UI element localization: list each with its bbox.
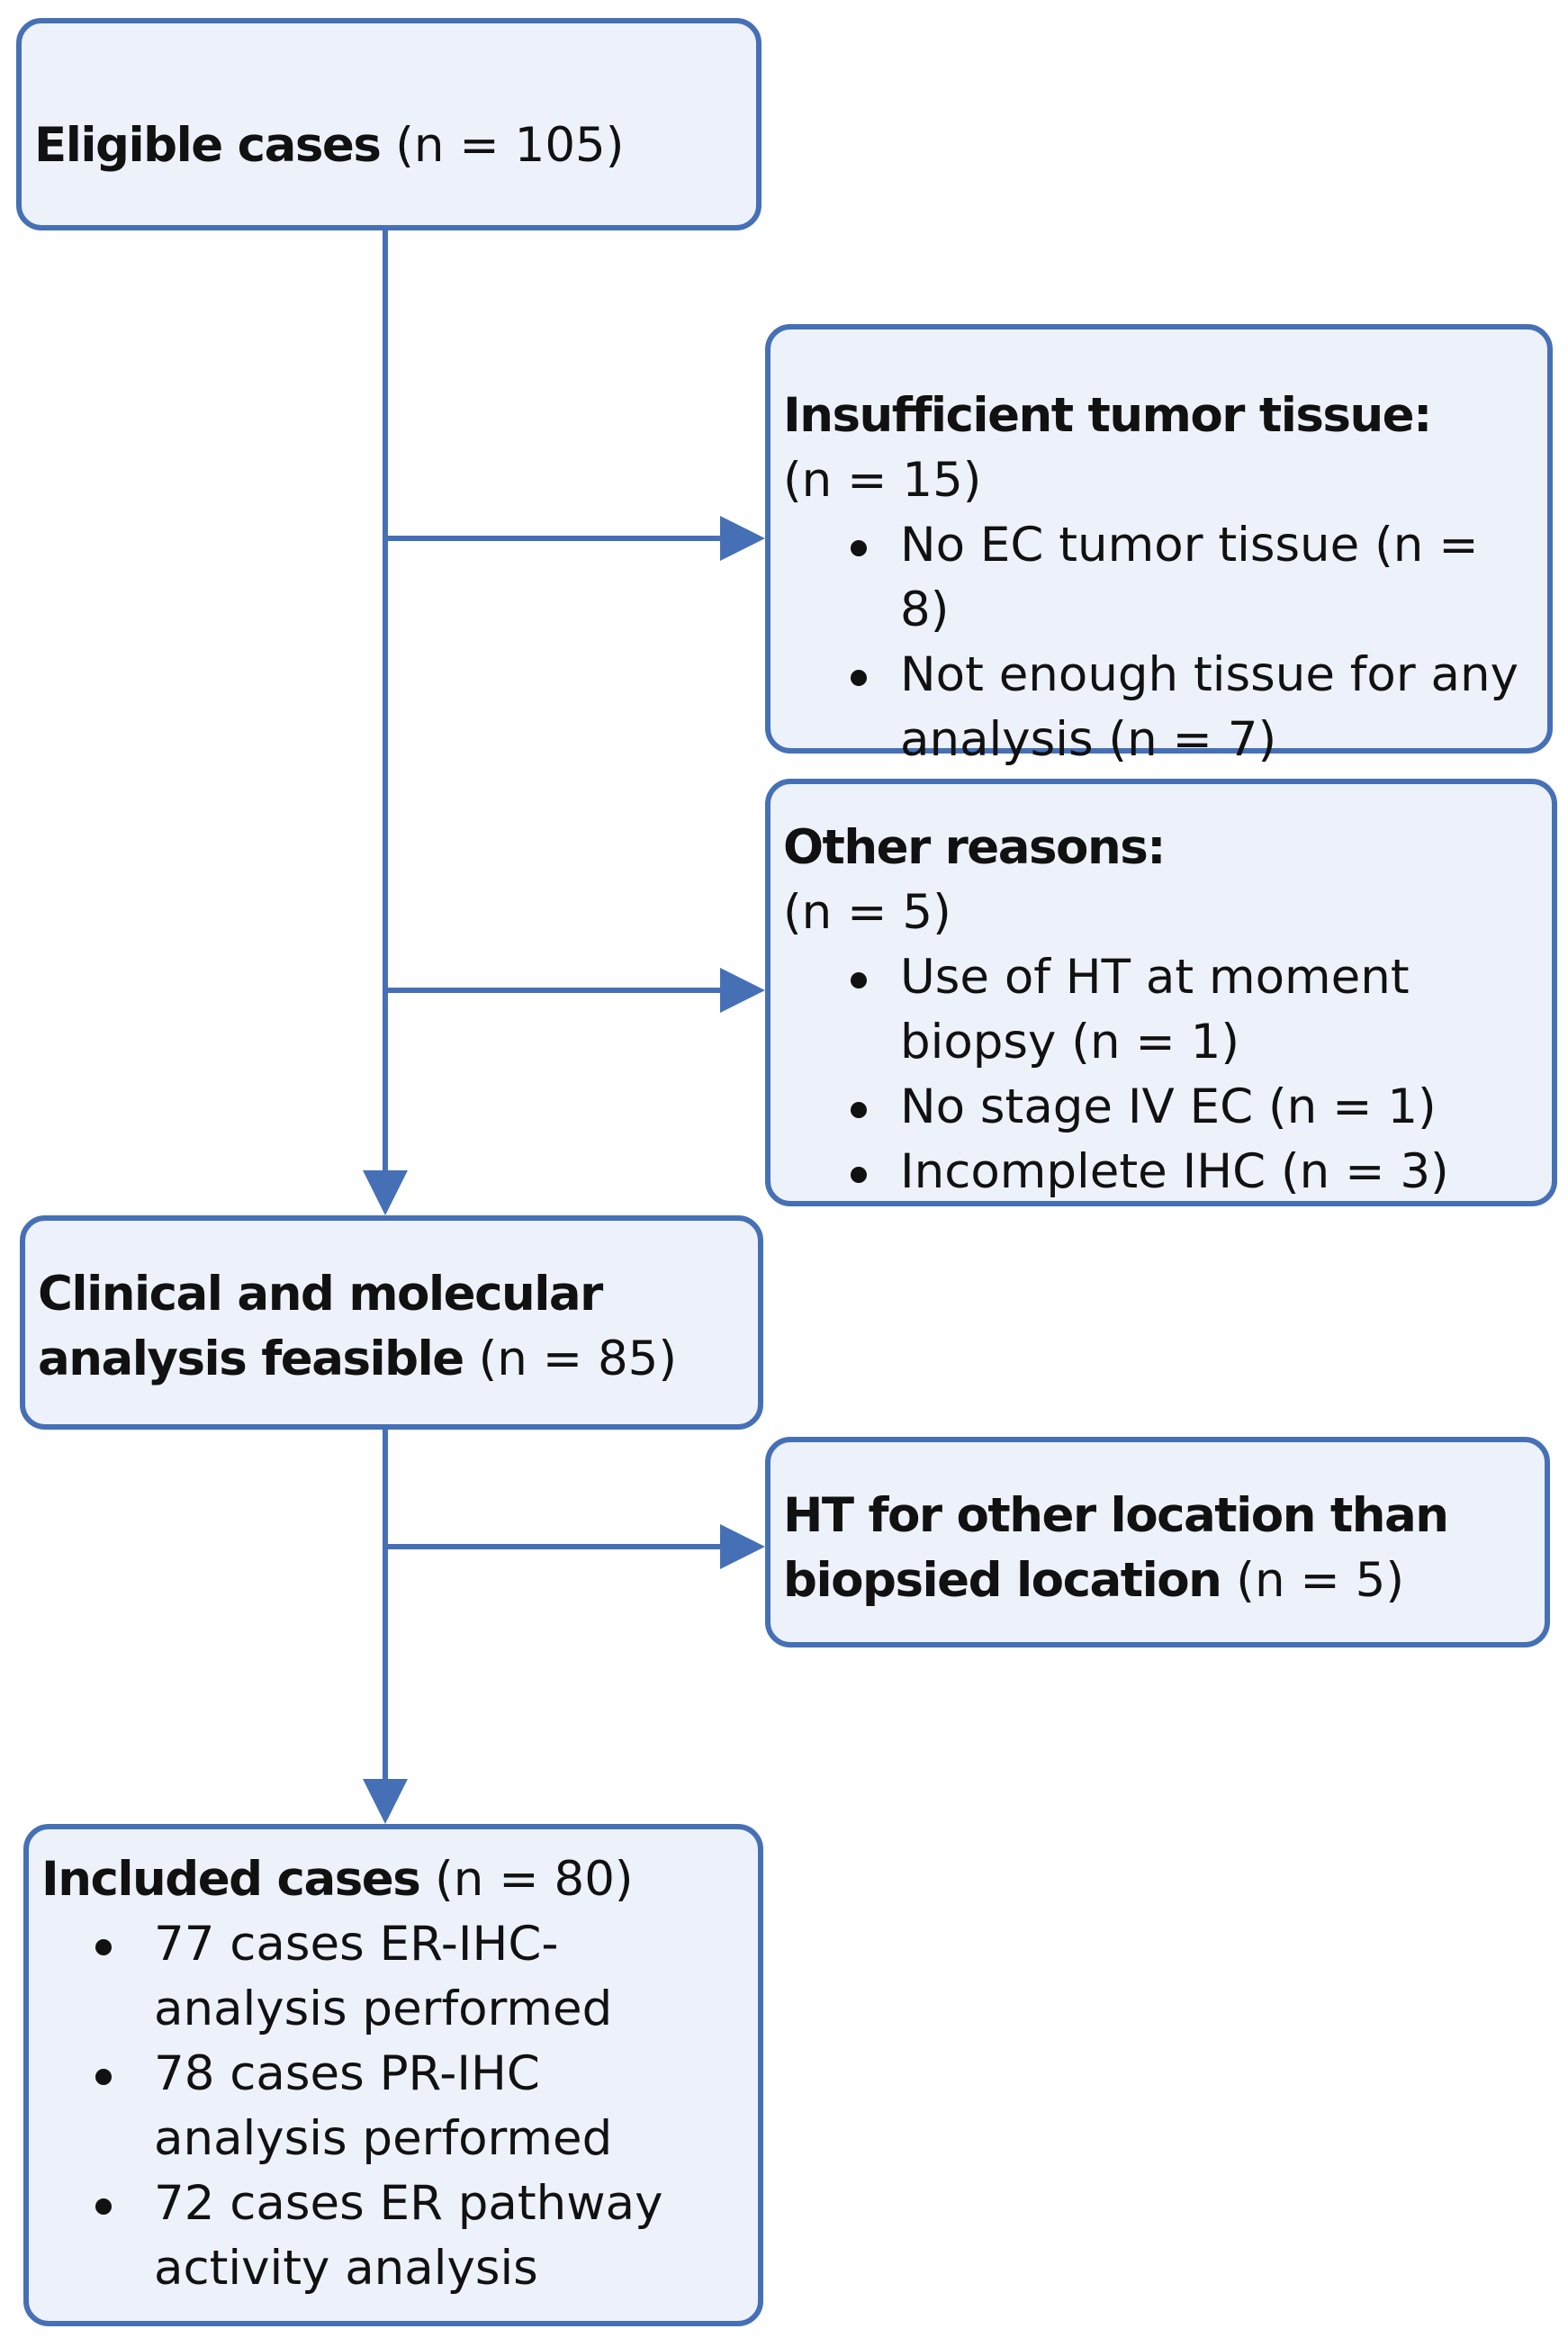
ht-other-location-box: HT for other location than biopsied loca…	[765, 1437, 1550, 1647]
insufficient-title: Insufficient tumor tissue:	[783, 388, 1432, 443]
connector-eligible-to-clinical	[363, 230, 408, 1215]
insufficient-count: (n = 15)	[783, 453, 982, 508]
arrowhead-to-insufficient	[720, 516, 765, 561]
clinical-title-line2: analysis feasible	[38, 1331, 464, 1386]
list-item: 72 cases ER pathway activity analysis	[41, 2171, 745, 2301]
included-cases-box: Included cases (n = 80) 77 cases ER-IHC-…	[23, 1824, 763, 2326]
insufficient-reasons-list: No EC tumor tissue (n = 8) Not enough ti…	[783, 513, 1535, 772]
ht-title-line1: HT for other location than	[783, 1488, 1449, 1543]
ht-count: (n = 5)	[1236, 1553, 1405, 1608]
clinical-count: (n = 85)	[478, 1331, 678, 1386]
other-reasons-list: Use of HT at moment biopsy (n = 1) No st…	[783, 945, 1539, 1205]
arrowhead-to-clinical	[363, 1170, 408, 1215]
connector-to-other	[385, 968, 765, 1013]
clinical-title-line1: Clinical and molecular	[38, 1267, 603, 1322]
arrowhead-to-other	[720, 968, 765, 1013]
eligible-cases-box: Eligible cases (n = 105)	[16, 18, 761, 230]
included-count: (n = 80)	[435, 1852, 634, 1907]
other-count: (n = 5)	[783, 885, 951, 940]
list-item: Use of HT at moment biopsy (n = 1)	[783, 945, 1539, 1075]
included-title: Included cases	[41, 1852, 421, 1907]
other-reasons-box: Other reasons: (n = 5) Use of HT at mome…	[765, 779, 1557, 1206]
list-item: Not enough tissue for any analysis (n = …	[783, 643, 1535, 772]
connector-clinical-to-included	[363, 1430, 408, 1824]
eligible-count: (n = 105)	[395, 118, 625, 173]
insufficient-tissue-box: Insufficient tumor tissue: (n = 15) No E…	[765, 324, 1553, 767]
connector-to-ht-other	[385, 1524, 765, 1569]
clinical-molecular-box: Clinical and molecular analysis feasible…	[20, 1215, 763, 1430]
list-item: No EC tumor tissue (n = 8)	[783, 513, 1535, 643]
list-item: No stage IV EC (n = 1)	[783, 1075, 1539, 1140]
list-item: 78 cases PR-IHC analysis performed	[41, 2042, 745, 2171]
arrowhead-to-ht-other	[720, 1524, 765, 1569]
arrowhead-to-included	[363, 1779, 408, 1824]
included-analyses-list: 77 cases ER-IHC-analysis performed 78 ca…	[41, 1912, 745, 2301]
connector-to-insufficient	[385, 516, 765, 561]
ht-title-line2: biopsied location	[783, 1553, 1222, 1608]
other-title: Other reasons:	[783, 820, 1166, 875]
list-item: Incomplete IHC (n = 3)	[783, 1140, 1539, 1205]
list-item: 77 cases ER-IHC-analysis performed	[41, 1912, 745, 2042]
eligible-title: Eligible cases	[34, 118, 382, 173]
